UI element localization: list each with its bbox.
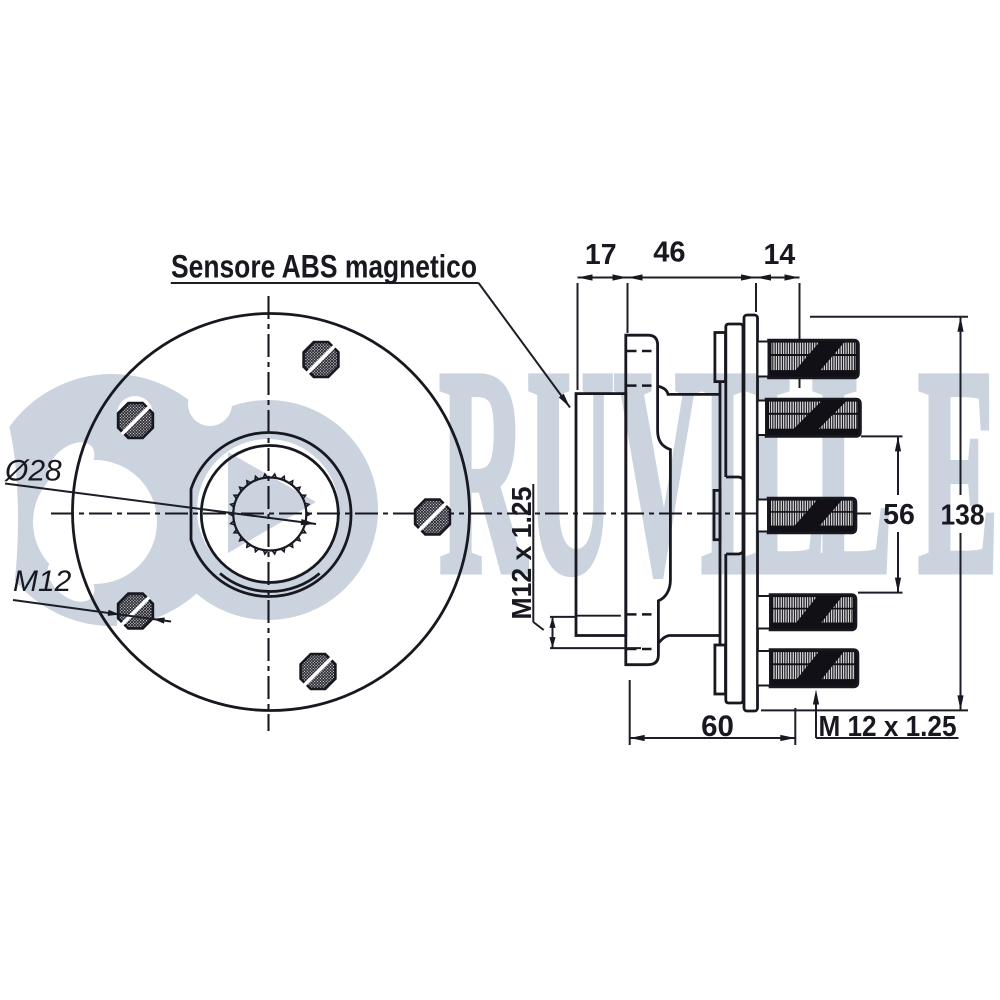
svg-text:I: I [699,307,746,634]
svg-text:R: R [439,307,528,634]
svg-text:14: 14 [764,239,796,271]
svg-text:60: 60 [701,710,734,743]
svg-text:M12: M12 [13,565,72,598]
svg-text:138: 138 [941,500,985,532]
svg-text:M12 x 1.25: M12 x 1.25 [506,487,537,620]
svg-text:M 12 x 1.25: M 12 x 1.25 [819,711,957,743]
svg-text:Ø28: Ø28 [4,455,62,488]
svg-text:E: E [918,307,999,634]
svg-text:17: 17 [585,239,617,271]
svg-text:Sensore ABS magnetico: Sensore ABS magnetico [171,249,477,285]
svg-text:46: 46 [653,237,685,269]
svg-text:U: U [527,307,614,634]
svg-text:56: 56 [883,499,915,531]
